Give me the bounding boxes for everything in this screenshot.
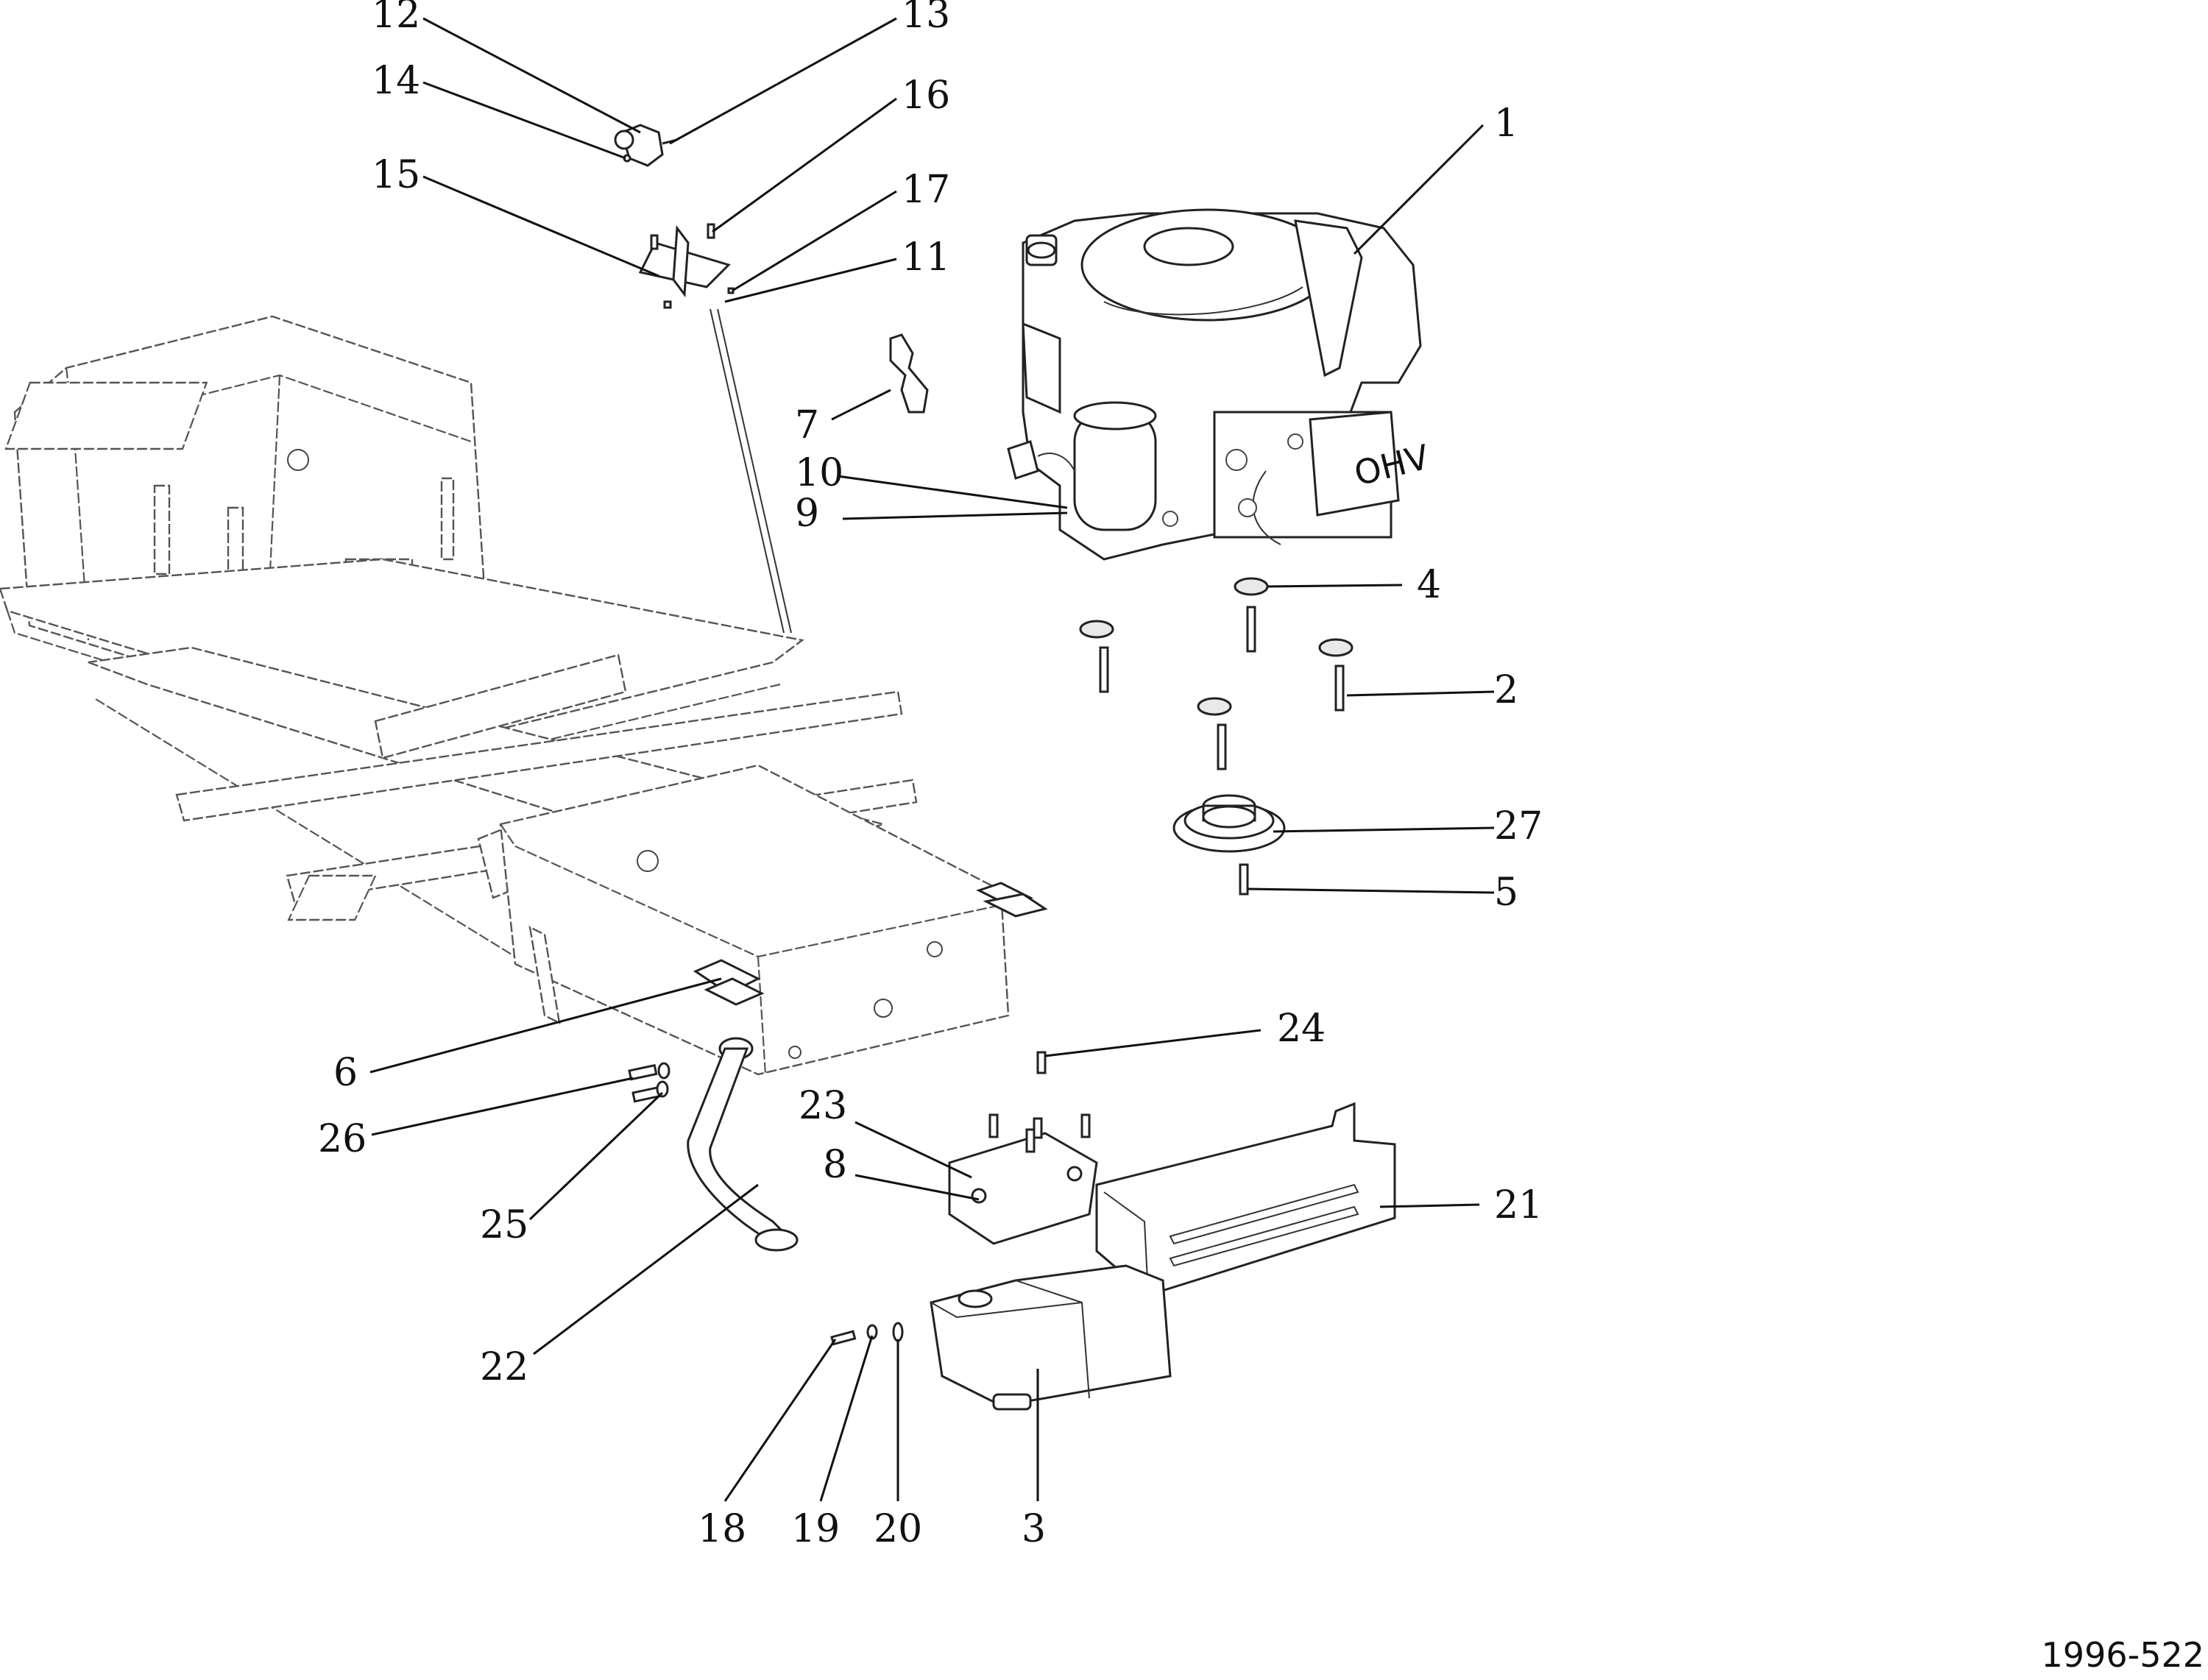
callout-22: 22 bbox=[480, 1345, 528, 1389]
leader-12 bbox=[422, 17, 641, 134]
leader-8 bbox=[854, 1174, 980, 1201]
callout-23: 23 bbox=[799, 1084, 847, 1128]
leader-2 bbox=[1346, 690, 1495, 697]
callout-14: 14 bbox=[372, 59, 420, 103]
leader-5 bbox=[1247, 887, 1495, 894]
callout-8: 8 bbox=[823, 1143, 847, 1187]
engine: OHV bbox=[1007, 208, 1433, 561]
callout-21: 21 bbox=[1494, 1183, 1543, 1227]
callout-5: 5 bbox=[1494, 871, 1518, 915]
leader-lines bbox=[369, 17, 1495, 1502]
leader-23 bbox=[854, 1121, 972, 1179]
leader-9 bbox=[842, 511, 1068, 520]
callout-3: 3 bbox=[1022, 1507, 1046, 1551]
callout-9: 9 bbox=[795, 492, 819, 536]
callout-17: 17 bbox=[902, 168, 950, 212]
figure-number: 1996-522 bbox=[2042, 1635, 2204, 1675]
exhaust-pipe bbox=[687, 1037, 799, 1252]
decals bbox=[693, 882, 1048, 1006]
exhaust-bolts bbox=[628, 1062, 670, 1103]
heat-shield bbox=[1095, 1102, 1396, 1297]
leader-22 bbox=[533, 1183, 759, 1355]
engine-pulley bbox=[1172, 794, 1286, 896]
callout-6: 6 bbox=[333, 1051, 358, 1095]
callout-10: 10 bbox=[795, 451, 843, 495]
callout-20: 20 bbox=[874, 1507, 922, 1551]
cable-clip bbox=[889, 333, 929, 414]
leader-10 bbox=[837, 475, 1068, 509]
leader-11 bbox=[724, 258, 897, 303]
chassis-frame bbox=[0, 308, 1010, 1076]
leader-4 bbox=[1267, 584, 1403, 588]
leader-6 bbox=[369, 977, 722, 1074]
leader-19 bbox=[819, 1335, 874, 1502]
callout-16: 16 bbox=[902, 74, 950, 118]
callout-4: 4 bbox=[1417, 563, 1441, 607]
leader-18 bbox=[723, 1339, 837, 1502]
leader-24 bbox=[1044, 1029, 1262, 1057]
leader-15 bbox=[422, 175, 659, 277]
callout-7: 7 bbox=[795, 403, 819, 447]
engine-mount-hardware bbox=[1079, 577, 1354, 770]
leader-1 bbox=[1353, 124, 1485, 255]
leader-7 bbox=[831, 389, 891, 421]
callout-15: 15 bbox=[372, 153, 420, 197]
leader-26 bbox=[371, 1077, 634, 1136]
leader-17 bbox=[732, 190, 897, 292]
callout-13: 13 bbox=[902, 0, 950, 37]
callout-26: 26 bbox=[318, 1117, 367, 1161]
leader-25 bbox=[528, 1091, 664, 1221]
leader-13 bbox=[669, 17, 897, 145]
throttle-control bbox=[614, 124, 735, 309]
muffler-hardware bbox=[830, 1322, 904, 1346]
callout-25: 25 bbox=[480, 1203, 528, 1247]
callout-27: 27 bbox=[1494, 804, 1543, 848]
leader-14 bbox=[422, 81, 626, 160]
callout-19: 19 bbox=[791, 1507, 840, 1551]
callout-2: 2 bbox=[1494, 668, 1518, 712]
callout-labels: 12 13 14 16 1 15 17 11 7 10 9 4 2 27 5 2… bbox=[318, 0, 1543, 1551]
callout-24: 24 bbox=[1277, 1007, 1326, 1051]
muffler bbox=[930, 1264, 1172, 1411]
callout-18: 18 bbox=[698, 1507, 746, 1551]
muffler-mount-bracket bbox=[948, 1051, 1098, 1245]
callout-12: 12 bbox=[372, 0, 420, 37]
leader-21 bbox=[1379, 1203, 1480, 1208]
callout-11: 11 bbox=[902, 235, 950, 280]
leader-27 bbox=[1273, 826, 1495, 833]
leader-16 bbox=[712, 97, 897, 233]
callout-1: 1 bbox=[1494, 102, 1518, 146]
